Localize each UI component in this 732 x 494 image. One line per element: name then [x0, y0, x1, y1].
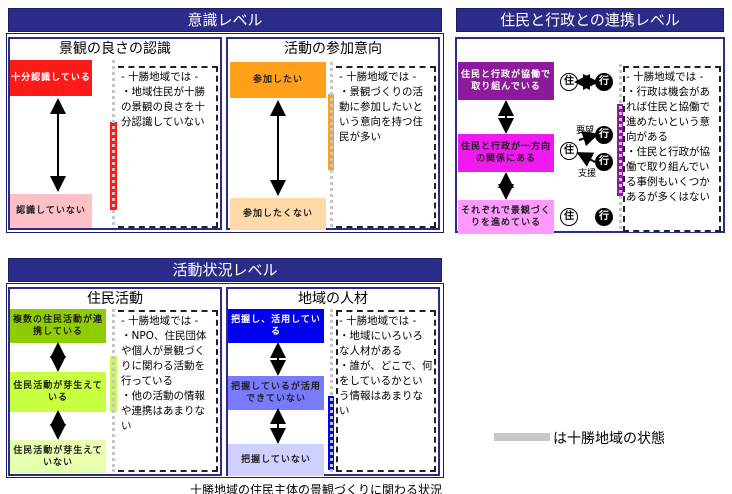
tokachi-note: - 十勝地域では - ・景観づくりの活動に参加したいという意向を持つ住民が多い [336, 66, 436, 228]
level-1-box: 住民と行政が協働で取り組んでいる [458, 62, 554, 100]
level-high-box: 参加したい [230, 62, 326, 98]
level-1-box: 把握し、活用している [228, 309, 324, 343]
gauge-scale [330, 62, 333, 227]
gauge-scale [112, 60, 115, 225]
note-border [336, 310, 338, 472]
level-low-box: 参加したくない [230, 198, 326, 230]
note-border [216, 66, 218, 228]
level-high-box: 十分認識している [10, 60, 92, 96]
level-3-box: 把握していない [228, 444, 324, 476]
legend-text: は十勝地域の状態 [553, 431, 665, 447]
tokachi-note: - 十勝地域では - ・NPO、住民団体や個人が景観づくりに関わる活動を行ってい… [118, 310, 218, 472]
awareness-level-header: 意識レベル [8, 8, 442, 32]
gauge-scale [330, 309, 333, 472]
panel-title: 活動の参加意向 [284, 41, 382, 57]
level-2-box: 住民活動が芽生えている [10, 372, 106, 412]
level-3-box: それぞれで景観づくりを進めている [458, 200, 554, 234]
panel-title: 地域の人材 [298, 291, 368, 307]
government-icon: 行 [595, 208, 613, 226]
level-2-box: 把握しているが活用できていない [228, 376, 324, 410]
panel-title: 住民活動 [87, 291, 143, 307]
gauge-scale [619, 64, 622, 229]
activity-level-header: 活動状況レベル [8, 258, 442, 282]
cooperation-level-header: 住民と行政との連携レベル [456, 8, 724, 32]
level-1-box: 複数の住民活動が連携している [10, 309, 106, 343]
government-icon: 行 [595, 153, 613, 171]
level-low-box: 認識していない [10, 194, 92, 228]
note-border [434, 66, 436, 228]
support-label: 支援 [578, 169, 597, 179]
note-border [623, 66, 625, 232]
gauge-scale [112, 309, 115, 472]
note-border [719, 66, 721, 232]
legend-swatch [494, 433, 550, 441]
tokachi-note: - 十勝地域では - ・地域住民が十勝の景観の良さを十分認識していない [118, 66, 218, 228]
level-3-box: 住民活動が芽生えていない [10, 440, 106, 474]
tokachi-note: - 十勝地域では - ・地域にいろいろな人材がある ・誰が、どこで、何をしている… [336, 310, 436, 472]
resident-icon: 住 [560, 208, 578, 226]
resident-icon: 住 [560, 142, 578, 160]
figure-caption: 十勝地域の住民主体の景観づくりに関わる状況 [190, 483, 443, 494]
request-arrow [578, 130, 599, 147]
note-border [434, 310, 436, 472]
panel-title: 景観の良さの認識 [59, 41, 171, 57]
note-border [216, 310, 218, 472]
tokachi-note: - 十勝地域では - ・行政は機会があれば住民と協働で進めたいという意向がある … [623, 66, 721, 232]
level-2-box: 住民と行政が一方向の関係にある [458, 134, 554, 172]
support-arrow [576, 152, 596, 167]
